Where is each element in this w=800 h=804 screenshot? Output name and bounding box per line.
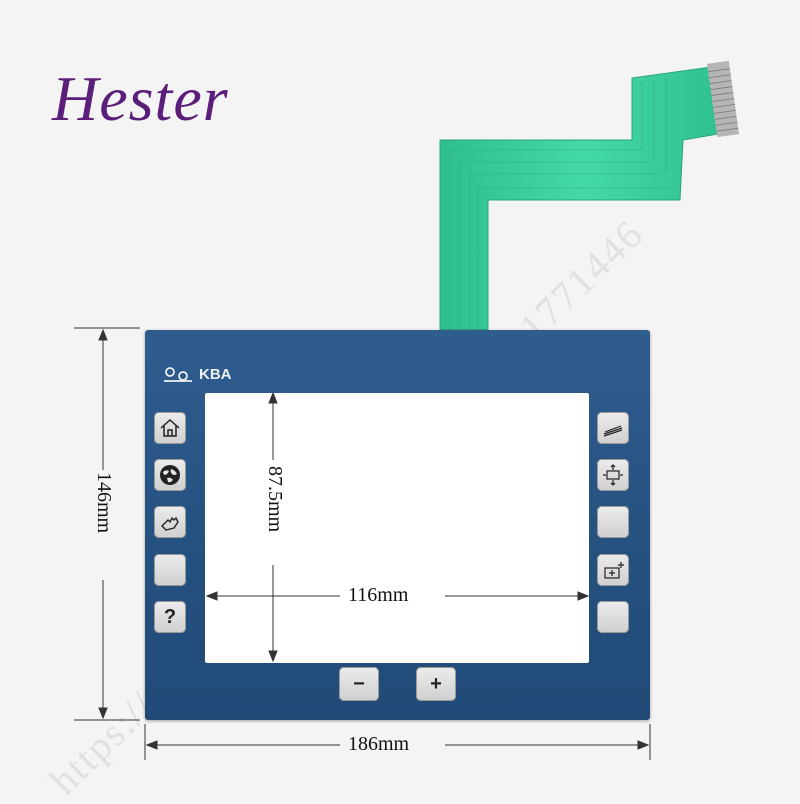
kba-logo-text: KBA [199, 366, 232, 383]
blank-key-right-2[interactable] [597, 601, 629, 633]
height-total-label: 146mm [93, 472, 115, 534]
blank-key-left[interactable] [154, 554, 186, 586]
globe-key[interactable] [154, 459, 186, 491]
width-total-label: 186mm [348, 733, 410, 755]
help-key[interactable]: ? [154, 601, 186, 633]
hand-key[interactable] [154, 506, 186, 538]
kba-logo: KBA [163, 366, 232, 383]
frame-arrows-icon [603, 464, 623, 486]
brand-logo-text: Hester [52, 63, 229, 134]
box-plus-key[interactable] [597, 554, 629, 586]
frame-arrows-key[interactable] [597, 459, 629, 491]
window-height-label: 87.5mm [263, 462, 286, 537]
membrane-keypad-panel: KBA ? − [145, 330, 650, 720]
globe-icon [160, 465, 180, 485]
kba-rings-icon [164, 366, 192, 382]
home-icon [160, 418, 180, 437]
blank-key-right-1[interactable] [597, 506, 629, 538]
home-key[interactable] [154, 412, 186, 444]
ribbon-connector-pins [706, 60, 740, 138]
box-plus-icon [604, 562, 624, 579]
cylinder-icon [603, 425, 623, 437]
window-width-label: 116mm [344, 584, 413, 607]
hand-icon [161, 516, 179, 531]
plus-key[interactable]: + [416, 667, 456, 701]
minus-key[interactable]: − [339, 667, 379, 701]
cylinder-key[interactable] [597, 412, 629, 444]
